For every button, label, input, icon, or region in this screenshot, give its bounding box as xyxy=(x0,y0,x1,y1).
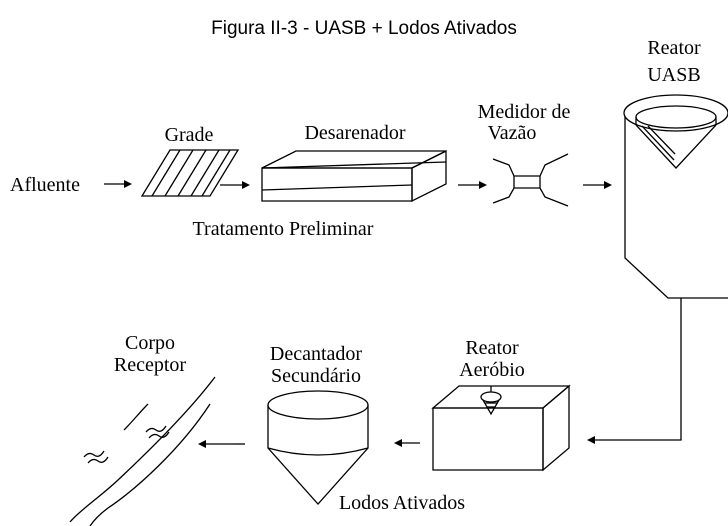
grade-label: Grade xyxy=(165,124,214,146)
medidor-label-line1: Medidor de xyxy=(478,101,571,123)
corpo-receptor-river-shape xyxy=(69,376,216,526)
grade-screen-shape xyxy=(140,149,240,197)
tratamento-preliminar-label: Tratamento Preliminar xyxy=(193,218,374,240)
reator-uasb-label-line2: UASB xyxy=(647,64,700,86)
pipe-uasb-to-aerobio xyxy=(587,298,682,444)
desarenador-label: Desarenador xyxy=(304,122,405,144)
reator-uasb-shape xyxy=(623,94,728,299)
aerator-icon xyxy=(480,386,502,416)
decantador-label-line1: Decantador xyxy=(270,343,363,365)
corpo-receptor-label-line1: Corpo xyxy=(125,332,175,354)
reator-aerobio-label-line2: Aeróbio xyxy=(459,359,525,381)
figure-title: Figura II-3 - UASB + Lodos Ativados xyxy=(211,18,517,39)
corpo-receptor-label-line2: Receptor xyxy=(114,354,187,376)
decantador-label-line2: Secundário xyxy=(271,365,361,387)
reator-aerobio-box-shape xyxy=(431,384,571,472)
medidor-label-line2: Vazão xyxy=(488,122,537,144)
desarenador-box-shape xyxy=(261,149,447,203)
reator-aerobio-label-line1: Reator xyxy=(465,337,519,359)
afluente-label: Afluente xyxy=(10,174,80,196)
reator-uasb-label-line1: Reator xyxy=(647,37,701,59)
medidor-flume-shape xyxy=(492,153,569,207)
decantador-clarifier-shape xyxy=(267,390,369,505)
lodos-ativados-label: Lodos Ativados xyxy=(339,492,465,514)
